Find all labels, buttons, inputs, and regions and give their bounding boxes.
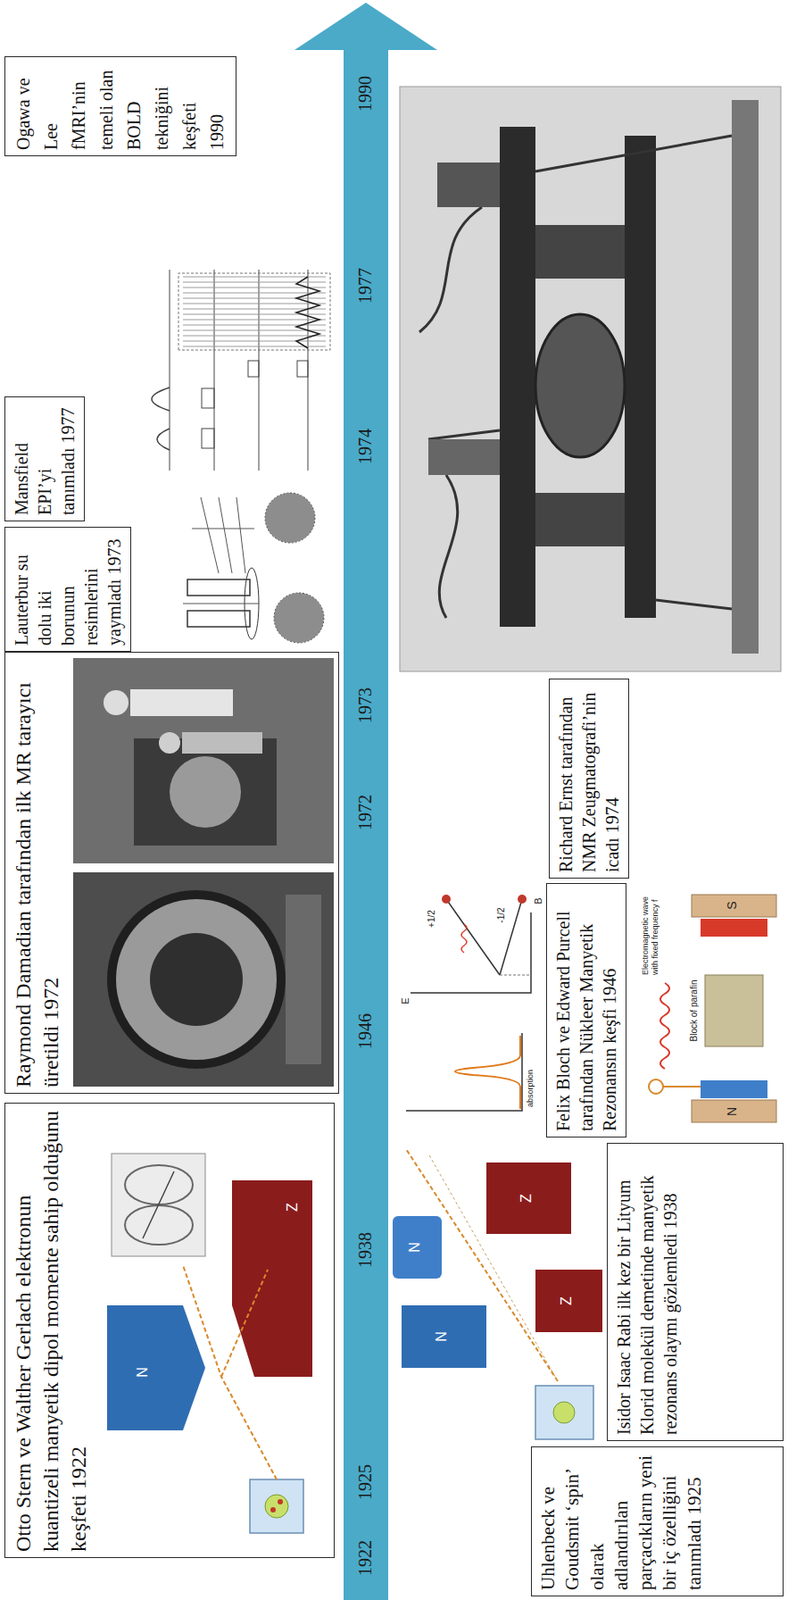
event-box: Isidor Isaac Rabi ilk kez bir Lityum Klo… bbox=[606, 1142, 784, 1441]
rabi-figure bbox=[392, 1148, 603, 1439]
axis-label: B bbox=[532, 894, 546, 907]
event-text: Mansfield EPI’yi tanımladı 1977 bbox=[9, 402, 80, 515]
event-box: Otto Stern ve Walther Gerlach elektronun… bbox=[4, 1102, 335, 1558]
magnet-pole-label: N bbox=[724, 1102, 741, 1120]
year-label: 1974 bbox=[354, 419, 377, 473]
year-label: 1922 bbox=[354, 1530, 377, 1585]
year-label: 1925 bbox=[354, 1454, 377, 1509]
scanner-photos bbox=[73, 657, 334, 1087]
magnet-pole-label: Z bbox=[517, 1188, 536, 1207]
event-box: Uhlenbeck ve Goudsmit ‘spin’ olarak adla… bbox=[530, 1445, 784, 1596]
zeugmatography-photo bbox=[399, 86, 781, 672]
magnet-pole-label: Z bbox=[557, 1291, 576, 1310]
spin-state-label: -1/2 bbox=[496, 899, 508, 930]
magnet-pole-label: N bbox=[133, 1362, 152, 1381]
event-box: Raymond Damadian tarafından ilk MR taray… bbox=[4, 651, 340, 1094]
year-label: 1938 bbox=[354, 1222, 377, 1277]
event-box: Lauterbur su dolu iki borunun resimlerin… bbox=[4, 526, 132, 652]
event-text: Lauterbur su dolu iki borunun resimlerin… bbox=[9, 532, 126, 646]
magnet-pole-label: Z bbox=[283, 1197, 302, 1216]
year-label: 1977 bbox=[354, 258, 377, 313]
year-label: 1973 bbox=[354, 678, 377, 732]
event-text: Felix Bloch ve Edward Purcell tarafından… bbox=[551, 888, 622, 1131]
event-box: Ogawa ve Lee fMRI’nin temeli olan BOLD t… bbox=[4, 56, 237, 157]
axis-label: E bbox=[399, 994, 413, 1007]
year-label: 1972 bbox=[354, 785, 377, 839]
stern-gerlach-figure bbox=[107, 1152, 313, 1533]
event-text: Otto Stern ve Walther Gerlach elektronun… bbox=[9, 1108, 94, 1552]
event-text: Richard Ernst tarafından NMR Zeugmatogra… bbox=[554, 684, 624, 872]
year-label: 1990 bbox=[354, 66, 377, 121]
event-text: Uhlenbeck ve Goudsmit ‘spin’ olarak adla… bbox=[536, 1451, 707, 1590]
timeline-band bbox=[343, 48, 389, 1600]
figure-label: Electromagnetic wave with fixed frequenc… bbox=[640, 889, 662, 975]
figure-label: Block of parafin bbox=[688, 961, 701, 1060]
spin-state-label: +1/2 bbox=[426, 903, 439, 934]
magnet-pole-label: N bbox=[406, 1237, 424, 1256]
timeline-arrowhead bbox=[294, 2, 438, 50]
axis-label: absorption bbox=[525, 1056, 536, 1120]
epi-pulse-sequence bbox=[151, 269, 331, 471]
event-text: Raymond Damadian tarafından ilk MR taray… bbox=[9, 657, 66, 1087]
event-text: Ogawa ve Lee fMRI’nin temeli olan BOLD t… bbox=[9, 62, 232, 150]
lauterbur-figure bbox=[182, 492, 324, 643]
event-text: Isidor Isaac Rabi ilk kez bir Lityum Klo… bbox=[612, 1148, 682, 1435]
event-box: Richard Ernst tarafından NMR Zeugmatogra… bbox=[548, 678, 630, 879]
event-box: Felix Bloch ve Edward Purcell tarafından… bbox=[546, 882, 627, 1137]
event-box: Mansfield EPI’yi tanımladı 1977 bbox=[4, 396, 85, 522]
magnet-pole-label: N bbox=[432, 1327, 451, 1345]
magnet-pole-label: S bbox=[724, 895, 741, 914]
year-label: 1946 bbox=[354, 1003, 377, 1058]
